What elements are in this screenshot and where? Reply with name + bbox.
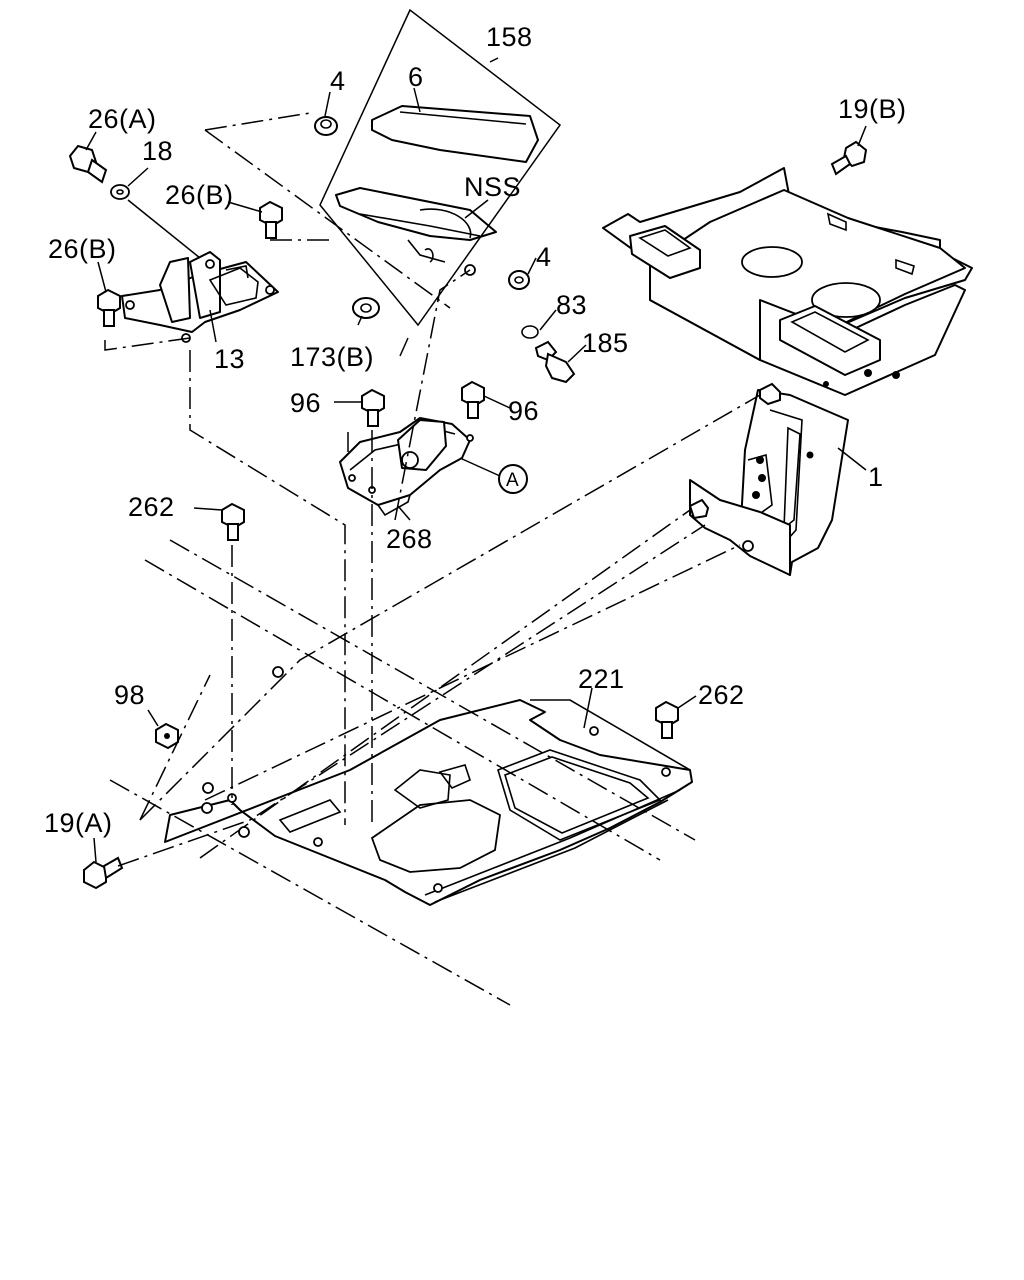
leader-lines <box>85 57 867 863</box>
bolt-262-right <box>655 700 679 739</box>
label-18: 18 <box>142 136 173 166</box>
label-158: 158 <box>486 22 533 52</box>
bolt-26b-upper <box>259 200 283 239</box>
bolt-96-right <box>461 380 485 419</box>
assembly-phantom-lines <box>104 8 761 1006</box>
lever-base-housing <box>339 417 474 517</box>
washer-18 <box>110 184 130 200</box>
label-nss: NSS <box>464 172 521 202</box>
label-26b-upper: 26(B) <box>165 180 234 210</box>
bolt-26a <box>68 144 108 184</box>
label-13: 13 <box>214 344 245 374</box>
pin-185 <box>534 340 576 384</box>
ring-83 <box>521 325 539 339</box>
label-173b: 173(B) <box>290 342 374 372</box>
bolt-19a <box>83 856 124 890</box>
label-4-lower: 4 <box>536 242 552 272</box>
label-4-upper: 4 <box>330 66 346 96</box>
reference-circle-a <box>498 464 528 494</box>
label-19a: 19(A) <box>44 808 113 838</box>
label-262-right: 262 <box>698 680 745 710</box>
label-26a: 26(A) <box>88 104 157 134</box>
label-221: 221 <box>578 664 625 694</box>
label-96-right: 96 <box>508 396 539 426</box>
lever-support-bracket <box>121 251 279 343</box>
label-83: 83 <box>556 290 587 320</box>
console-frame-bracket <box>602 167 973 576</box>
nut-98 <box>155 722 179 750</box>
label-262-left: 262 <box>128 492 175 522</box>
label-1: 1 <box>868 462 884 492</box>
label-98: 98 <box>114 680 145 710</box>
label-185: 185 <box>582 328 629 358</box>
label-26b-left: 26(B) <box>48 234 117 264</box>
nut-4-lower <box>508 270 530 290</box>
floor-cover-plate <box>164 699 693 906</box>
part-labels: 158 4 6 26(A) 18 26(B) NSS 26(B) 4 83 18… <box>44 22 907 838</box>
bolt-19b <box>830 140 868 176</box>
label-a: A <box>506 470 519 491</box>
label-19b: 19(B) <box>838 94 907 124</box>
bolt-26b-left <box>97 288 121 327</box>
bolt-96-left <box>361 388 385 427</box>
label-96-left: 96 <box>290 388 321 418</box>
lever-knob-cover <box>335 105 539 276</box>
label-6: 6 <box>408 62 424 92</box>
nut-4-upper <box>314 116 338 136</box>
label-268: 268 <box>386 524 433 554</box>
bolt-262-left <box>221 502 245 541</box>
washer-173b <box>352 297 380 319</box>
